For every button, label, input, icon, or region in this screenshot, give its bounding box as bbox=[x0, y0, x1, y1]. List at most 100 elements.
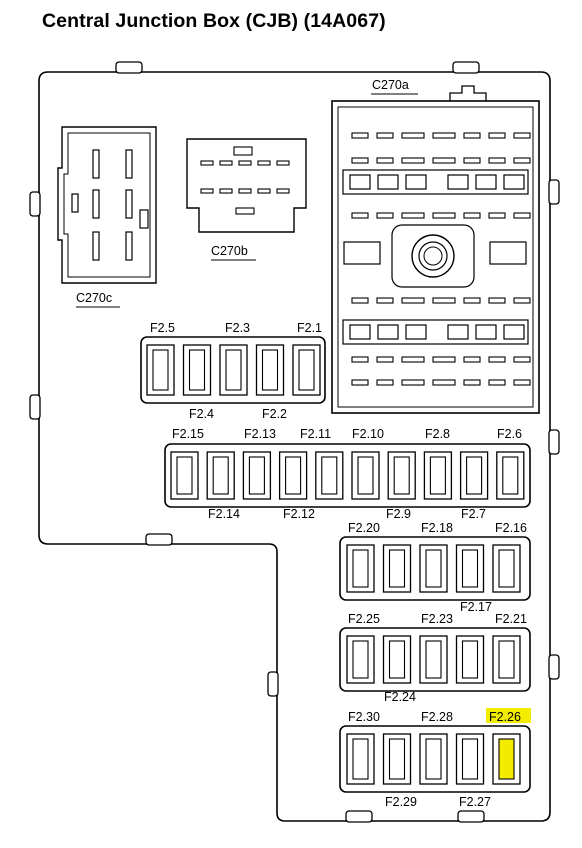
c270a-pin bbox=[513, 157, 531, 164]
c270a-pin bbox=[376, 132, 394, 139]
c270a-pin bbox=[488, 157, 506, 164]
fuse-slot bbox=[146, 344, 175, 396]
fuse bbox=[388, 640, 406, 679]
fuse-label-f2-6: F2.6 bbox=[497, 427, 522, 441]
connector-c270b bbox=[186, 138, 307, 261]
fuse bbox=[498, 549, 515, 588]
c270a-pin bbox=[432, 379, 456, 386]
fuse bbox=[248, 456, 265, 495]
fuse bbox=[425, 640, 442, 679]
fuse-slot bbox=[206, 451, 235, 500]
fuse bbox=[352, 549, 369, 588]
fuse bbox=[461, 640, 479, 679]
fuse-label-f2-11: F2.11 bbox=[300, 427, 331, 441]
fuse-label-f2-25: F2.25 bbox=[348, 612, 380, 626]
fuse-label-f2-26: F2.26 bbox=[489, 710, 521, 724]
fuse-slot bbox=[496, 451, 525, 500]
fuse bbox=[388, 549, 406, 588]
fuse-label-f2-8: F2.8 bbox=[425, 427, 450, 441]
c270a-pin bbox=[376, 297, 394, 304]
fuse-label-f2-30: F2.30 bbox=[348, 710, 380, 724]
fuse-slot bbox=[423, 451, 453, 500]
fuse-label-f2-24: F2.24 bbox=[384, 690, 416, 704]
fuse-block-frame bbox=[164, 443, 531, 508]
fuse bbox=[466, 456, 483, 495]
fuse-slot bbox=[351, 451, 380, 500]
c270a-pin bbox=[351, 379, 369, 386]
c270a-pin bbox=[463, 212, 481, 219]
fuse-slot bbox=[382, 733, 412, 785]
fuse bbox=[352, 640, 369, 679]
fuse-label-f2-9: F2.9 bbox=[386, 507, 411, 521]
fuse-slot bbox=[346, 733, 375, 785]
fuse-slot bbox=[315, 451, 344, 500]
c270a-pin bbox=[351, 157, 369, 164]
c270a-pin bbox=[513, 132, 531, 139]
c270a-pin bbox=[401, 356, 425, 363]
fuse-slot bbox=[292, 344, 321, 396]
fuse-label-f2-14: F2.14 bbox=[208, 507, 240, 521]
fuse-label-f2-20: F2.20 bbox=[348, 521, 380, 535]
c270a-pin bbox=[401, 297, 425, 304]
fuse-labels: F2.5 F2.3 F2.1 F2.4 F2.2 F2.15 F2.13 F2.… bbox=[150, 321, 527, 809]
c270a-pin bbox=[432, 297, 456, 304]
c270a-pin bbox=[376, 212, 394, 219]
fuse bbox=[188, 349, 206, 391]
fuse-label-f2-17: F2.17 bbox=[460, 600, 492, 614]
connector-c270c bbox=[57, 126, 157, 308]
fuse bbox=[261, 349, 279, 391]
fuse-label-f2-12: F2.12 bbox=[283, 507, 315, 521]
fuse-block-frame bbox=[339, 725, 531, 793]
c270a-pin bbox=[376, 157, 394, 164]
mounting-tabs bbox=[29, 61, 560, 823]
fuse-label-f2-27: F2.27 bbox=[459, 795, 491, 809]
fuse bbox=[388, 738, 406, 780]
c270a-pin bbox=[351, 132, 369, 139]
fuse-slot bbox=[346, 635, 375, 684]
c270a-pin bbox=[432, 132, 456, 139]
fuse-slot bbox=[346, 544, 375, 593]
fuse-slot bbox=[455, 733, 485, 785]
fuse bbox=[176, 456, 193, 495]
fuse-slot bbox=[419, 544, 448, 593]
c270a-pin bbox=[432, 212, 456, 219]
fuse bbox=[352, 738, 369, 780]
fuse-slot bbox=[492, 635, 521, 684]
fuse bbox=[429, 456, 446, 495]
fuse bbox=[321, 456, 338, 495]
fuse bbox=[152, 349, 169, 391]
fuse-label-f2-1: F2.1 bbox=[297, 321, 322, 335]
fuse bbox=[498, 640, 515, 679]
c270a-pin bbox=[401, 157, 425, 164]
fuse-slot bbox=[382, 544, 412, 593]
fuse-slot bbox=[182, 344, 212, 396]
c270c-label: C270c bbox=[76, 291, 112, 305]
c270a-pin bbox=[432, 356, 456, 363]
c270a-pin bbox=[432, 157, 456, 164]
fuse-slot bbox=[170, 451, 199, 500]
fuse-block-frame bbox=[339, 627, 531, 692]
fuse-slot bbox=[387, 451, 416, 500]
c270a-pin bbox=[351, 212, 369, 219]
c270a-pin bbox=[376, 356, 394, 363]
c270a-pin bbox=[463, 297, 481, 304]
fuse-label-f2-10: F2.10 bbox=[352, 427, 384, 441]
fuse bbox=[502, 456, 519, 495]
fuse-label-f2-28: F2.28 bbox=[421, 710, 453, 724]
fuse-slot bbox=[492, 733, 521, 785]
c270a-pin bbox=[488, 212, 506, 219]
c270a-pin bbox=[513, 356, 531, 363]
diagram-title: Central Junction Box (CJB) (14A067) bbox=[42, 10, 386, 32]
fuse bbox=[393, 456, 410, 495]
fuse-label-f2-2: F2.2 bbox=[262, 407, 287, 421]
fuse-label-f2-29: F2.29 bbox=[385, 795, 417, 809]
junction-box-outline bbox=[38, 71, 551, 822]
fuse bbox=[285, 456, 302, 495]
c270a-pin bbox=[488, 132, 506, 139]
fuse-label-f2-18: F2.18 bbox=[421, 521, 453, 535]
c270a-pin bbox=[351, 297, 369, 304]
fuse bbox=[461, 549, 479, 588]
fuse-slot bbox=[219, 344, 248, 396]
c270a-pin bbox=[513, 212, 531, 219]
